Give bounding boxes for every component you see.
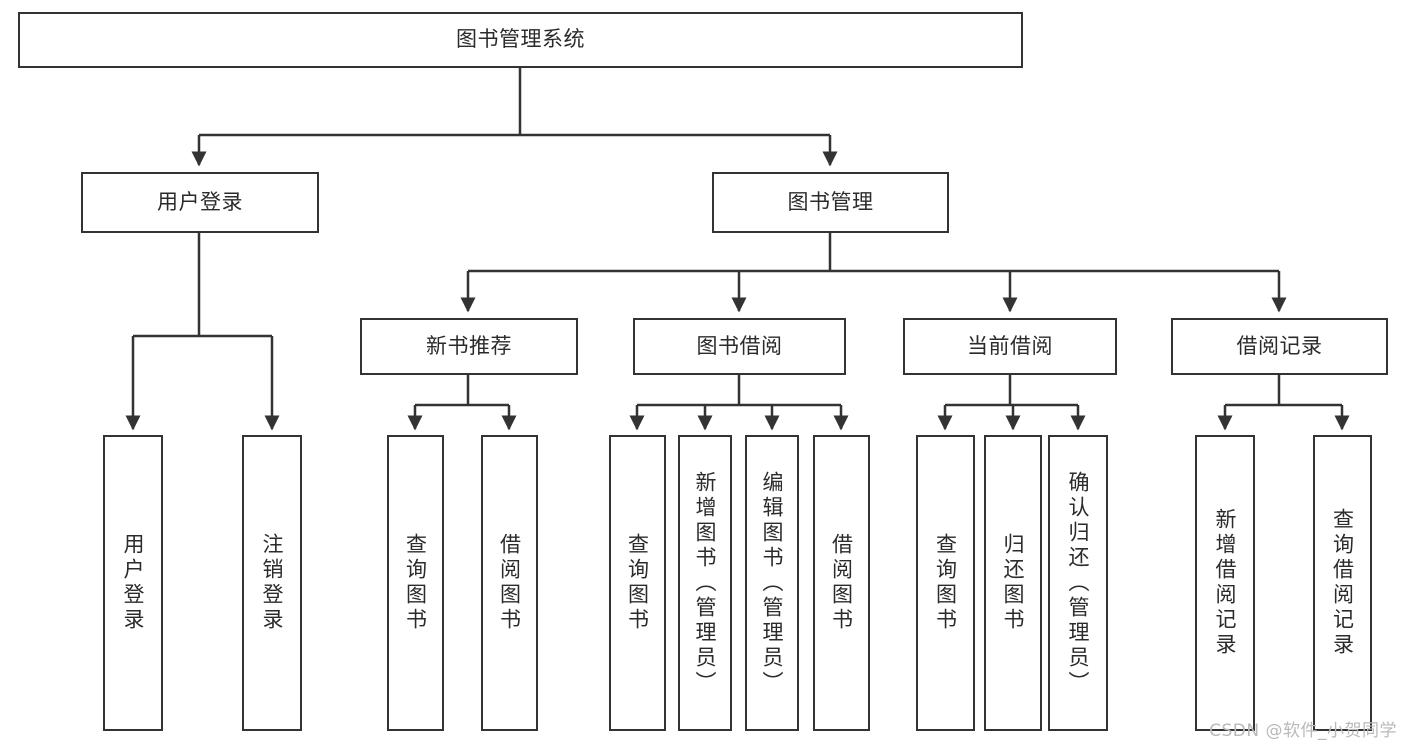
node-label: 用户登录 <box>121 533 146 633</box>
node-label: 图书管理系统 <box>456 27 585 52</box>
node-label: 新增借阅记录 <box>1213 508 1238 658</box>
node-label: 图书管理 <box>787 189 874 214</box>
node-label: 查询借阅记录 <box>1330 508 1355 658</box>
node-borrow-record[interactable]: 借阅记录 <box>1171 318 1388 375</box>
leaf-borrow-record-add-record[interactable]: 新增借阅记录 <box>1195 435 1255 731</box>
node-label: 查询图书 <box>933 533 958 633</box>
node-user-login[interactable]: 用户登录 <box>81 172 319 233</box>
node-label: 确认归还（管理员） <box>1066 470 1091 696</box>
node-label: 当前借阅 <box>967 333 1053 358</box>
node-label: 注销登录 <box>260 533 285 633</box>
leaf-current-borrow-confirm-return-admin[interactable]: 确认归还（管理员） <box>1048 435 1108 731</box>
node-label: 用户登录 <box>157 189 243 214</box>
leaf-book-borrow-add-book-admin[interactable]: 新增图书（管理员） <box>678 435 732 731</box>
node-label: 编辑图书（管理员） <box>760 470 785 696</box>
node-label: 归还图书 <box>1001 533 1026 633</box>
node-label: 图书借阅 <box>696 333 783 358</box>
leaf-new-book-query-book[interactable]: 查询图书 <box>387 435 444 731</box>
leaf-borrow-record-query-record[interactable]: 查询借阅记录 <box>1313 435 1372 731</box>
node-label: 新书推荐 <box>426 333 512 358</box>
node-new-book-recommend[interactable]: 新书推荐 <box>360 318 578 375</box>
node-current-borrow[interactable]: 当前借阅 <box>903 318 1117 375</box>
node-label: 借阅图书 <box>829 533 854 633</box>
leaf-user-login-logout[interactable]: 注销登录 <box>242 435 302 731</box>
node-label: 查询图书 <box>625 533 650 633</box>
node-label: 新增图书（管理员） <box>693 470 718 696</box>
leaf-book-borrow-query-book[interactable]: 查询图书 <box>609 435 666 731</box>
watermark-text: CSDN @软件_小贺同学 <box>1209 721 1397 741</box>
leaf-book-borrow-edit-book-admin[interactable]: 编辑图书（管理员） <box>745 435 799 731</box>
leaf-new-book-borrow-book[interactable]: 借阅图书 <box>481 435 538 731</box>
node-label: 借阅图书 <box>497 533 522 633</box>
leaf-current-borrow-query-book[interactable]: 查询图书 <box>916 435 975 731</box>
leaf-book-borrow-borrow-book[interactable]: 借阅图书 <box>813 435 870 731</box>
node-book-borrow[interactable]: 图书借阅 <box>633 318 846 375</box>
node-book-management[interactable]: 图书管理 <box>712 172 949 233</box>
node-root-book-management-system[interactable]: 图书管理系统 <box>18 12 1023 68</box>
leaf-current-borrow-return-book[interactable]: 归还图书 <box>984 435 1042 731</box>
node-label: 查询图书 <box>403 533 428 633</box>
node-label: 借阅记录 <box>1236 333 1323 358</box>
leaf-user-login-login[interactable]: 用户登录 <box>103 435 163 731</box>
